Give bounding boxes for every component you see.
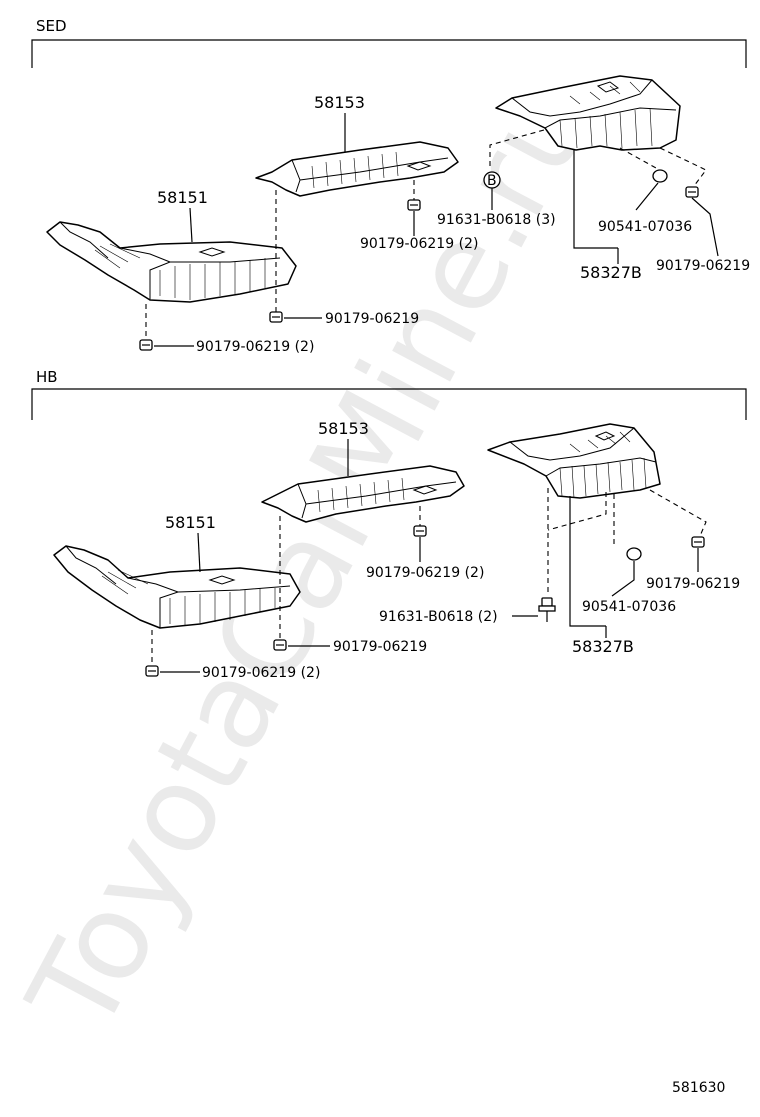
hb-front-cover-58151 (53, 545, 301, 629)
hb-label-rear-clip: 90179-06219 (646, 576, 740, 592)
hb-clip-center (413, 525, 427, 537)
section-bracket-hb (31, 388, 747, 420)
sed-clip-rear (685, 186, 699, 198)
hb-label-front-clip-lower: 90179-06219 (2) (202, 665, 320, 681)
hb-bolt (538, 597, 556, 622)
hb-label-bolt: 91631-B0618 (2) (379, 609, 498, 625)
hb-center-cover-58153 (261, 465, 465, 523)
hb-label-front-clip-upper: 90179-06219 (333, 639, 427, 655)
sed-callout-b-letter: B (487, 173, 497, 189)
hb-clip-front-upper (273, 639, 287, 651)
section-bracket-sed (31, 39, 747, 68)
hb-label-grommet: 90541-07036 (582, 599, 676, 615)
figure-number: 581630 (672, 1080, 725, 1096)
sed-clip-front-upper (269, 311, 283, 323)
hb-rear-cover-58327B (487, 423, 661, 499)
sed-label-58151: 58151 (157, 188, 208, 207)
hb-label-58327B: 58327B (572, 637, 634, 656)
section-title-hb: HB (36, 368, 58, 386)
sed-center-cover-58153 (255, 141, 459, 197)
hb-label-58153: 58153 (318, 419, 369, 438)
sed-grommet (652, 169, 668, 183)
section-sed: SED 58151 58153 (31, 17, 750, 355)
section-hb: HB 58151 58153 (31, 368, 747, 681)
sed-label-front-clip-lower: 90179-06219 (2) (196, 339, 314, 355)
sed-clip-center (407, 199, 421, 211)
sed-clip-front-lower (139, 339, 153, 351)
sed-rear-cover-58327B (495, 75, 681, 151)
hb-label-58151: 58151 (165, 513, 216, 532)
sed-label-rear-clip: 90179-06219 (656, 258, 750, 274)
section-title-sed: SED (36, 17, 67, 35)
sed-front-cover-58151 (46, 221, 297, 303)
sed-label-58153: 58153 (314, 93, 365, 112)
sed-label-front-clip-upper: 90179-06219 (325, 311, 419, 327)
sed-label-bolt: 91631-B0618 (3) (437, 212, 556, 228)
sed-label-58327B: 58327B (580, 263, 642, 282)
hb-grommet (626, 547, 642, 561)
sed-label-grommet: 90541-07036 (598, 219, 692, 235)
hb-label-center-clip: 90179-06219 (2) (366, 565, 484, 581)
sed-label-center-clip: 90179-06219 (2) (360, 236, 478, 252)
hb-clip-front-lower (145, 665, 159, 677)
hb-clip-rear (691, 536, 705, 548)
